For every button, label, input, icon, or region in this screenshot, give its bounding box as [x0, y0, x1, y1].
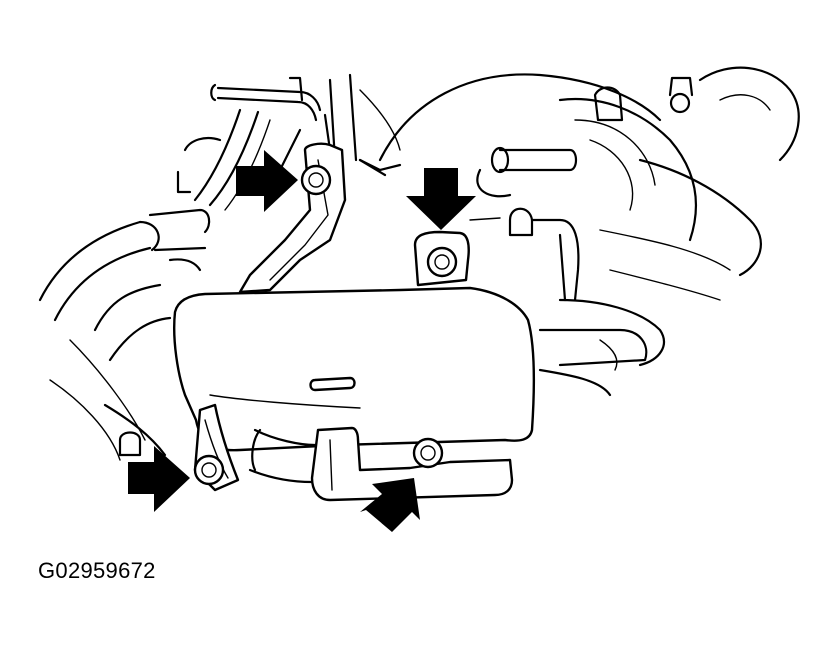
bolts — [193, 164, 458, 486]
bolt-lower-left — [193, 454, 225, 486]
arrow-bolt-upper-center — [406, 168, 476, 230]
bolt-lower-center — [412, 437, 444, 469]
figure-id-label: G02959672 — [38, 558, 156, 583]
bolt-upper-left — [300, 164, 332, 196]
arrow-bolt-lower-left — [128, 446, 190, 512]
heat-shield-bracket — [173, 142, 536, 502]
arrow-bolt-upper-left — [236, 150, 298, 212]
callout-arrows — [128, 150, 476, 532]
bolt-upper-center — [426, 246, 458, 278]
arrow-bolt-lower-center — [360, 478, 420, 532]
